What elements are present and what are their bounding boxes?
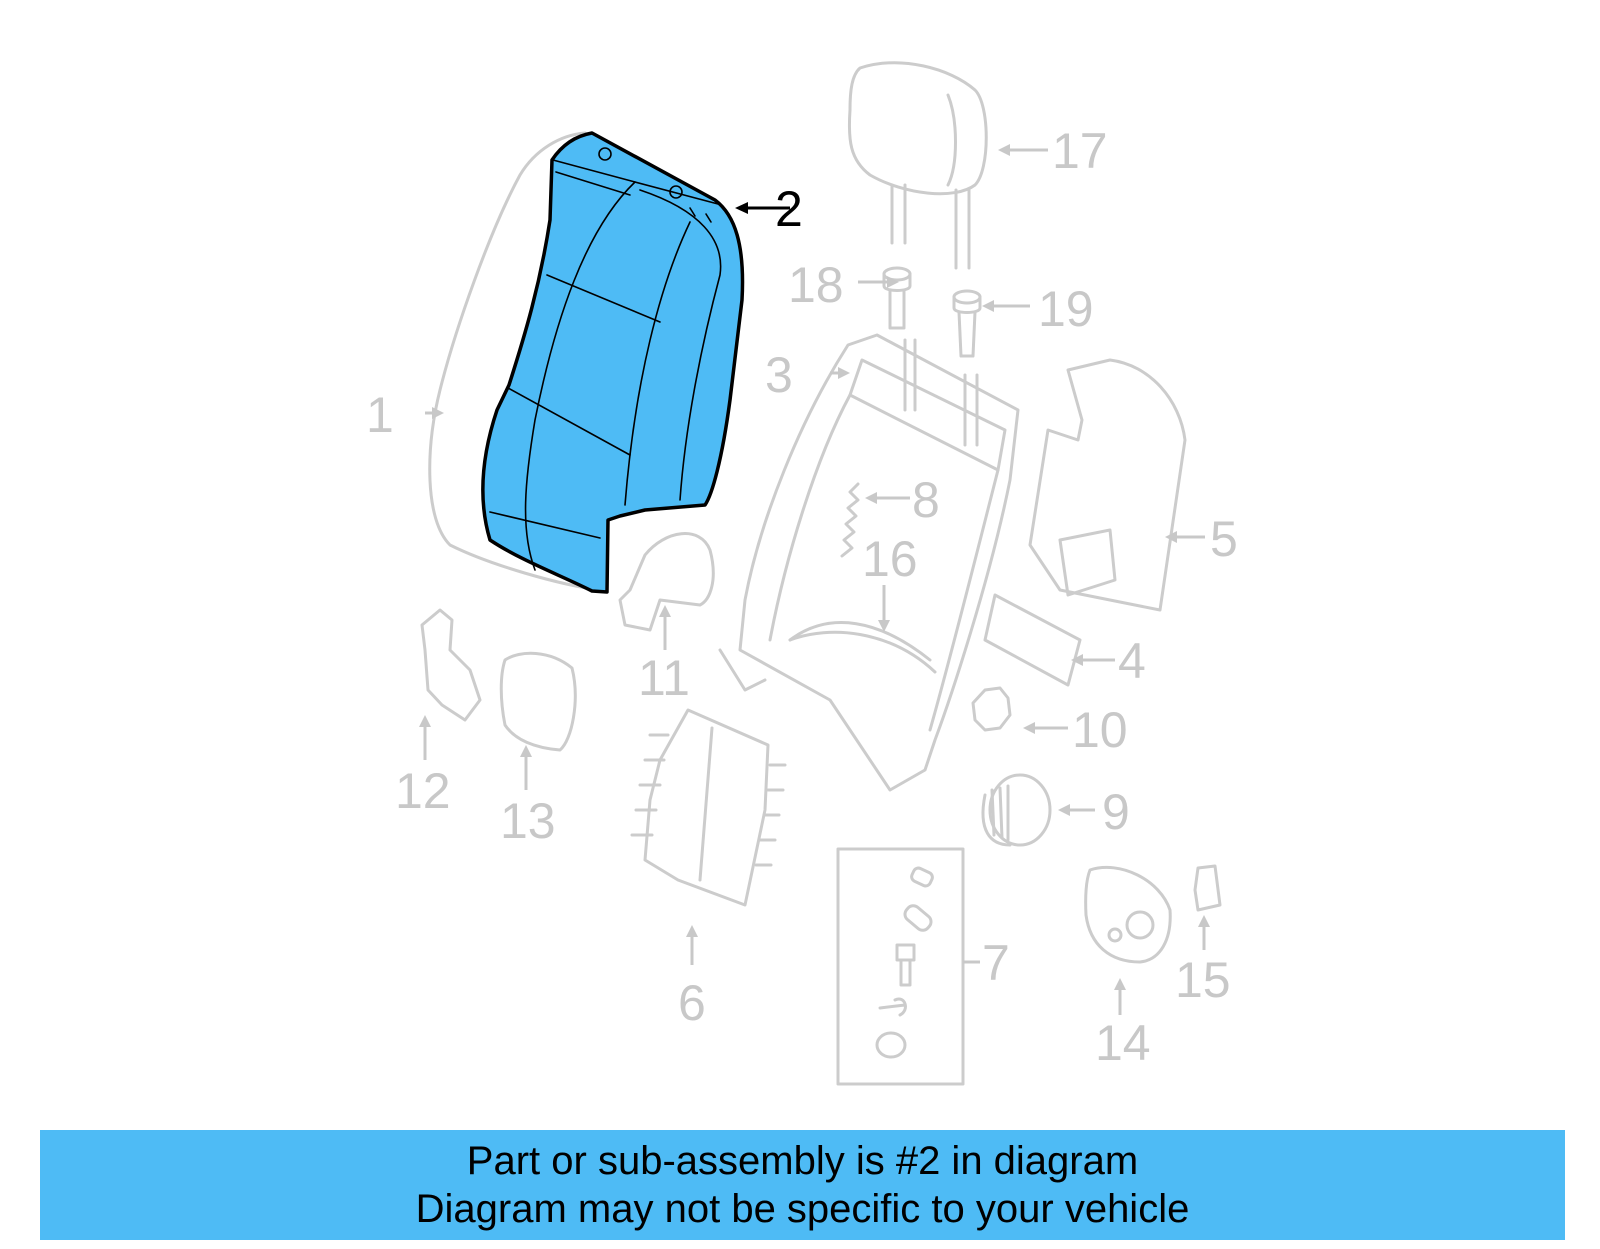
- callout-15: 15: [1175, 952, 1231, 1008]
- banner-line-1: Part or sub-assembly is #2 in diagram: [466, 1139, 1139, 1183]
- part-19-guide: [952, 289, 982, 358]
- callout-18: 18: [788, 257, 844, 313]
- callout-arrows: [419, 144, 1210, 1015]
- part-6-pad: [630, 708, 787, 907]
- callout-9: 9: [1102, 784, 1130, 840]
- part-7-hardware-kit: [836, 847, 965, 1086]
- callout-12: 12: [395, 763, 451, 819]
- part-13-trim: [499, 651, 577, 752]
- info-banner: Part or sub-assembly is #2 in diagram Di…: [40, 1130, 1565, 1240]
- part-4-bar: [983, 593, 1082, 687]
- part-11-bracket: [618, 532, 715, 632]
- callout-10: 10: [1072, 702, 1128, 758]
- callout-17: 17: [1052, 123, 1108, 179]
- part-9-handwheel: [981, 773, 1052, 847]
- callout-16: 16: [862, 531, 918, 587]
- banner-line-2: Diagram may not be specific to your vehi…: [415, 1187, 1190, 1231]
- part-10-knob: [971, 686, 1012, 732]
- callout-5: 5: [1210, 511, 1238, 567]
- part-14-cap: [1084, 865, 1172, 964]
- part-8-spring: [840, 482, 860, 558]
- callout-2: 2: [775, 181, 803, 237]
- callout-1: 1: [366, 387, 394, 443]
- part-16-wire: [788, 630, 937, 674]
- callout-14: 14: [1095, 1015, 1151, 1071]
- part-2-seatback-cover: [481, 131, 745, 594]
- part-12-cover: [420, 608, 482, 722]
- part-3-frame: [718, 333, 1020, 792]
- part-1-seatback-outline: [428, 131, 602, 592]
- part-5-back-panel: [1028, 358, 1187, 612]
- callout-8: 8: [912, 472, 940, 528]
- callout-4: 4: [1118, 633, 1146, 689]
- callout-13: 13: [500, 793, 556, 849]
- callout-11: 11: [638, 650, 690, 706]
- callout-7: 7: [982, 935, 1010, 991]
- callout-labels: 1 2 3 4 5 6 7 8 9 10 11 12 13 14 15 16 1…: [366, 123, 1238, 1071]
- part-18-guide: [882, 266, 912, 330]
- callout-19: 19: [1038, 281, 1094, 337]
- callout-6: 6: [678, 975, 706, 1031]
- part-17-headrest: [847, 61, 988, 270]
- part-15-clip: [1193, 864, 1222, 912]
- callout-3: 3: [765, 347, 793, 403]
